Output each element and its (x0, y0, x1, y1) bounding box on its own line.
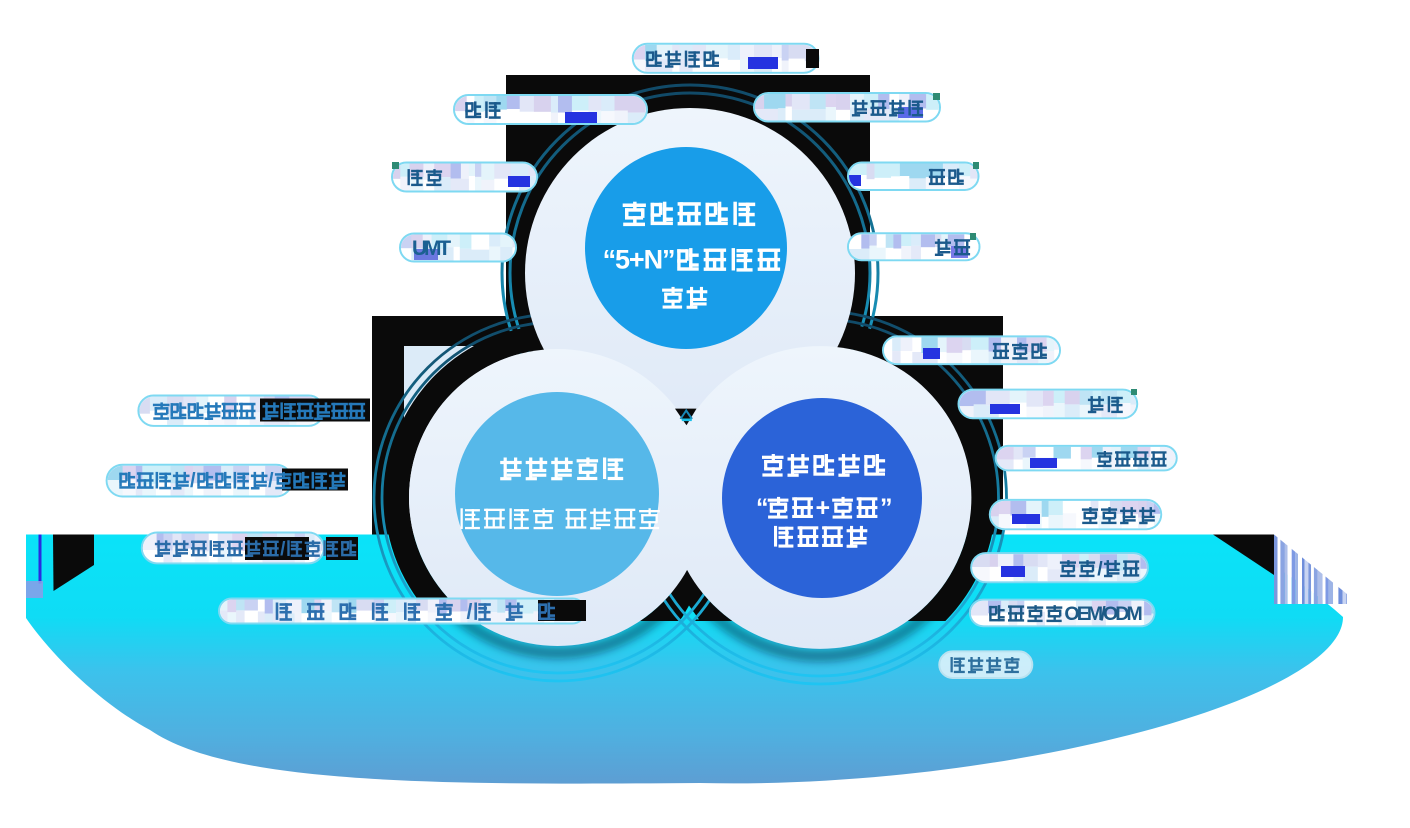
svg-text:OEM/ODM: OEM/ODM (1064, 603, 1142, 625)
svg-text:/: / (280, 539, 286, 560)
svg-text:/: / (190, 470, 196, 492)
svg-text:+: + (816, 494, 831, 522)
svg-text:/: / (268, 470, 274, 492)
svg-text:/: / (1097, 558, 1103, 580)
svg-text:“5+N”: “5+N” (603, 245, 676, 275)
svg-text:UMT: UMT (412, 237, 451, 260)
svg-text:“: “ (756, 494, 769, 522)
svg-text:”: ” (880, 494, 893, 522)
svg-text:/: / (467, 601, 473, 624)
